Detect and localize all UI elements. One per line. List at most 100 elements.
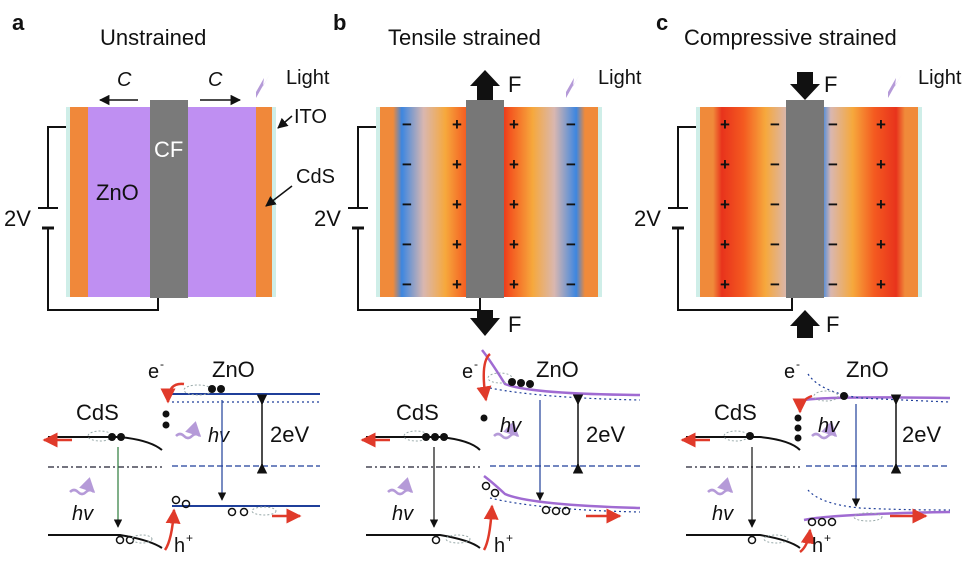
- svg-text:−: −: [566, 275, 576, 294]
- force-arrow-up-bottom: [790, 310, 820, 338]
- svg-text:ZnO: ZnO: [212, 357, 255, 382]
- c-label-left: C: [117, 69, 132, 91]
- svg-text:+: +: [720, 275, 730, 294]
- svg-text:hv: hv: [208, 425, 230, 447]
- panel-a-title: Unstrained: [100, 25, 206, 50]
- svg-text:+: +: [452, 115, 462, 134]
- cds-layer-right: [256, 107, 272, 297]
- svg-text:−: −: [566, 155, 576, 174]
- polarization-signs-b: −++− −++− −++− −++− −++−: [402, 115, 576, 294]
- force-arrow-down-top: [790, 72, 820, 100]
- svg-text:+: +: [452, 275, 462, 294]
- light-bolt-icon: [256, 74, 270, 98]
- svg-text:−: −: [828, 275, 838, 294]
- band-diagram-b: CdS hv h + ZnO e - hv: [360, 349, 641, 557]
- panel-c-letter: c: [656, 10, 668, 35]
- svg-text:−: −: [770, 275, 780, 294]
- panel-c: c Compressive strained F F Light +−−+ +−…: [634, 10, 962, 557]
- light-bolt-icon-b: [566, 74, 580, 98]
- force-label-bottom-b: F: [508, 312, 521, 337]
- circuit-wire: [47, 126, 159, 311]
- carbon-fiber: [150, 100, 188, 298]
- svg-text:ZnO: ZnO: [846, 357, 889, 382]
- svg-text:−: −: [828, 235, 838, 254]
- svg-text:e: e: [784, 361, 795, 383]
- cds-pointer: [265, 185, 293, 207]
- force-label-bottom-c: F: [826, 312, 839, 337]
- svg-text:+: +: [509, 115, 519, 134]
- ito-label: ITO: [294, 106, 327, 128]
- svg-text:−: −: [828, 115, 838, 134]
- svg-text:−: −: [770, 115, 780, 134]
- c-label-right: C: [208, 69, 223, 91]
- panel-b: b Tensile strained F F Light −++− −++− −…: [314, 10, 642, 557]
- svg-text:−: −: [566, 195, 576, 214]
- svg-text:hv: hv: [712, 503, 734, 525]
- svg-text:CdS: CdS: [714, 400, 757, 425]
- svg-text:+: +: [509, 275, 519, 294]
- cds-label: CdS: [296, 166, 335, 188]
- svg-text:+: +: [186, 531, 193, 545]
- svg-text:e: e: [148, 361, 159, 383]
- voltage-label-b: 2V: [314, 206, 341, 231]
- circuit-wire-c: [677, 126, 793, 311]
- svg-text:+: +: [452, 195, 462, 214]
- cf-label: CF: [154, 137, 183, 162]
- svg-text:-: -: [796, 357, 800, 371]
- svg-text:2eV: 2eV: [586, 422, 625, 447]
- svg-text:+: +: [509, 155, 519, 174]
- force-arrow-up: [470, 70, 500, 100]
- svg-text:−: −: [402, 115, 412, 134]
- svg-text:+: +: [876, 275, 886, 294]
- light-bolt-icon-c: [888, 74, 902, 98]
- panel-a-letter: a: [12, 10, 25, 35]
- svg-text:−: −: [828, 195, 838, 214]
- svg-text:−: −: [828, 155, 838, 174]
- svg-text:+: +: [876, 235, 886, 254]
- svg-text:+: +: [876, 115, 886, 134]
- panel-b-title: Tensile strained: [388, 25, 541, 50]
- svg-text:+: +: [720, 155, 730, 174]
- polarization-signs-c: +−−+ +−−+ +−−+ +−−+ +−−+: [720, 115, 886, 294]
- panel-a: a Unstrained CF ZnO C C Light ITO CdS 2V: [4, 10, 335, 557]
- svg-text:+: +: [720, 235, 730, 254]
- force-arrow-down: [470, 310, 500, 336]
- svg-text:h: h: [812, 535, 823, 557]
- circuit-wire-b: [357, 126, 481, 311]
- svg-text:−: −: [402, 195, 412, 214]
- svg-text:e: e: [462, 361, 473, 383]
- svg-text:−: −: [402, 235, 412, 254]
- svg-text:+: +: [509, 235, 519, 254]
- svg-text:−: −: [566, 115, 576, 134]
- svg-text:hv: hv: [500, 415, 522, 437]
- svg-text:hv: hv: [72, 503, 94, 525]
- svg-text:hv: hv: [392, 503, 414, 525]
- svg-text:-: -: [160, 357, 164, 371]
- svg-text:hv: hv: [818, 415, 840, 437]
- band-diagram-a: CdS hv h + ZnO e - hv: [42, 357, 320, 557]
- band-diagram-c: CdS hv h + ZnO e - hv: [680, 357, 951, 557]
- zno-label: ZnO: [96, 180, 139, 205]
- light-label-b: Light: [598, 67, 642, 89]
- svg-text:+: +: [824, 531, 831, 545]
- svg-text:+: +: [876, 155, 886, 174]
- svg-text:h: h: [494, 535, 505, 557]
- svg-text:+: +: [876, 195, 886, 214]
- svg-text:-: -: [474, 357, 478, 371]
- svg-text:2eV: 2eV: [902, 422, 941, 447]
- carbon-fiber-c: [786, 100, 824, 298]
- panel-c-title: Compressive strained: [684, 25, 897, 50]
- svg-text:CdS: CdS: [396, 400, 439, 425]
- svg-text:−: −: [770, 235, 780, 254]
- svg-text:−: −: [402, 275, 412, 294]
- panel-b-letter: b: [333, 10, 346, 35]
- carbon-fiber-b: [466, 100, 504, 298]
- svg-text:+: +: [452, 235, 462, 254]
- light-label: Light: [286, 67, 330, 89]
- svg-text:−: −: [566, 235, 576, 254]
- voltage-label: 2V: [4, 206, 31, 231]
- svg-text:ZnO: ZnO: [536, 357, 579, 382]
- svg-text:+: +: [509, 195, 519, 214]
- svg-text:+: +: [720, 115, 730, 134]
